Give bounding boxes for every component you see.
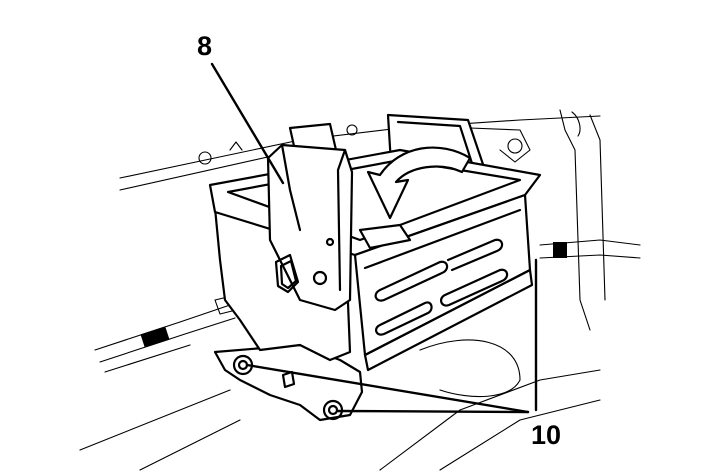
vehicle-body-background xyxy=(79,109,641,471)
callout-label-10: 10 xyxy=(531,420,561,450)
rotation-arrow xyxy=(366,146,472,220)
callout-leaders xyxy=(210,62,538,414)
leader-8 xyxy=(210,62,285,185)
leader-10-a xyxy=(245,363,530,414)
leader-10-b xyxy=(336,409,530,414)
hold-down-bracket xyxy=(266,143,354,312)
callout-label-8: 8 xyxy=(197,31,212,61)
